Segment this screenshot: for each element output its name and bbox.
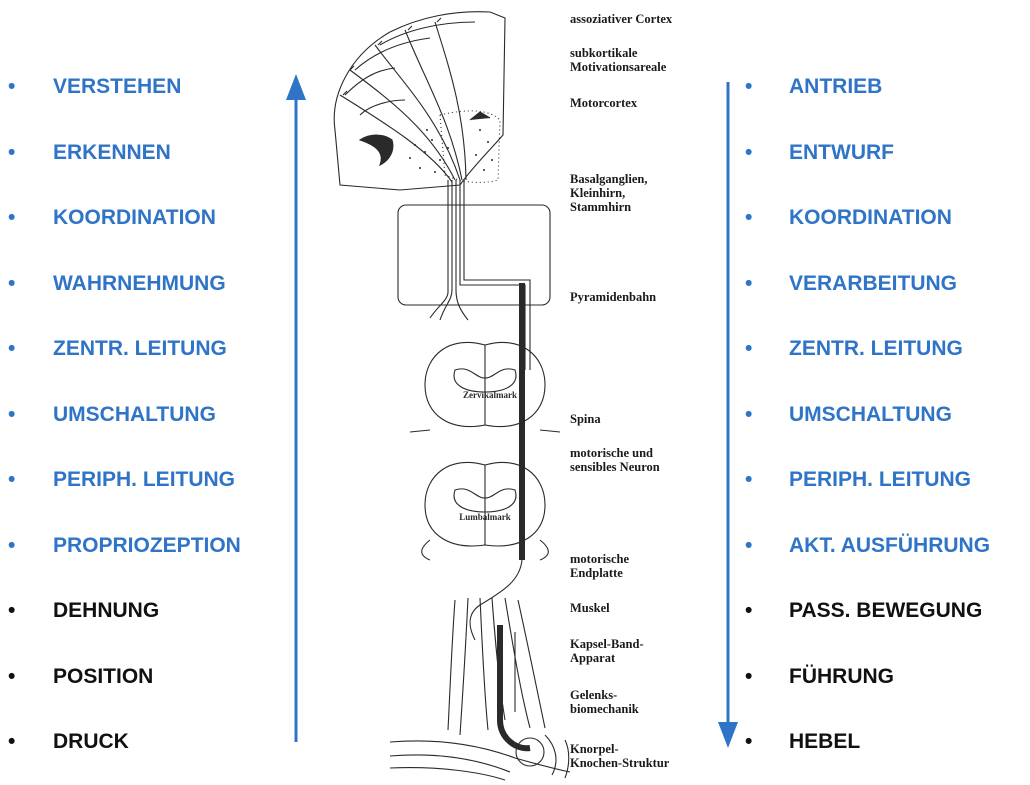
lumbar-section-label: Lumbalmark [459,512,511,522]
anatomy-label-cartilage-bone: Knorpel- Knochen-Struktur [570,742,740,770]
cervical-section-label: Zervikalmark [463,390,517,400]
anatomy-label-subcortical: subkortikale Motivationsareale [570,46,740,74]
anatomy-label-spina: Spina [570,412,740,426]
anatomy-label-neuron: motorische und sensibles Neuron [570,446,740,474]
upward-arrow-icon [286,74,306,742]
anatomy-label-pyramidal-tract: Pyramidenbahn [570,290,740,304]
peripheral-nerve-limb [390,560,570,780]
anatomy-label-associative-cortex: assoziativer Cortex [570,12,740,26]
anatomy-label-endplate: motorische Endplatte [570,552,740,580]
anatomy-label-capsule: Kapsel-Band- Apparat [570,637,740,665]
cervical-cord-section [410,342,560,432]
brain-cortex [334,12,505,190]
anatomy-label-motorcortex: Motorcortex [570,96,740,110]
anatomy-label-joint-biomechanics: Gelenks- biomechanik [570,688,740,716]
anatomy-label-muscle: Muskel [570,601,740,615]
anatomy-label-basal-ganglia: Basalganglien, Kleinhirn, Stammhirn [570,172,740,214]
brainstem-box [398,180,550,370]
